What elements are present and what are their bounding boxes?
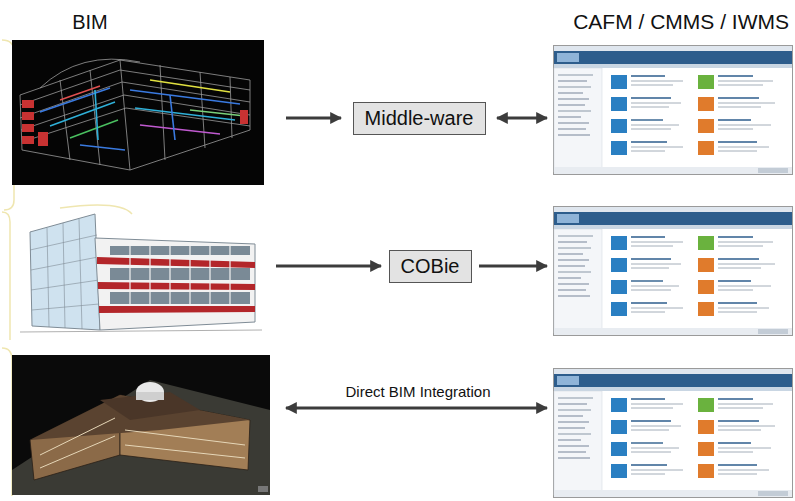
column-heading: BIM xyxy=(72,11,108,34)
bim-model-campus xyxy=(12,355,270,495)
bim-model-building xyxy=(20,214,262,332)
box-text: Middle-ware xyxy=(365,107,474,130)
arrow-label: Direct BIM Integration xyxy=(341,383,494,400)
box-text: COBie xyxy=(401,255,460,278)
process-box: COBie xyxy=(389,250,472,283)
column-heading: CAFM / CMMS / IWMS xyxy=(573,10,789,34)
process-box: Middle-ware xyxy=(353,102,486,135)
flow-arrows xyxy=(276,118,547,408)
bim-model-wireframe xyxy=(12,40,264,185)
cafm-screenshot xyxy=(554,207,793,336)
cafm-screenshot xyxy=(554,369,793,498)
cafm-screenshot xyxy=(554,46,793,175)
